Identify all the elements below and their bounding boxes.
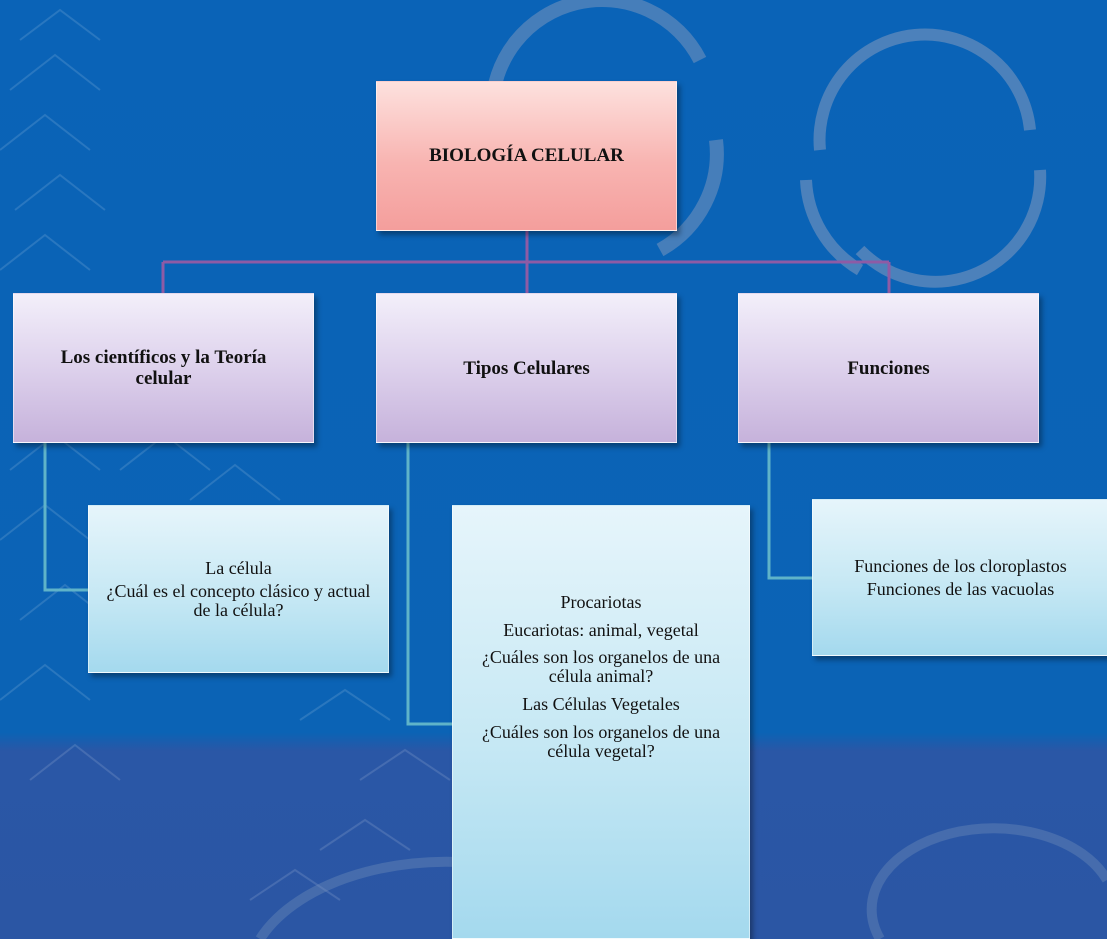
category-node-scientists: Los científicos y la Teoría celular	[13, 293, 314, 443]
detail-line: Funciones de los cloroplastos	[854, 555, 1067, 576]
root-node-label: BIOLOGÍA CELULAR	[429, 145, 624, 166]
connector-category-3-to-leaf	[767, 443, 812, 580]
category-node-label: Los científicos y la Teoría celular	[60, 347, 267, 389]
detail-line: Procariotas	[560, 592, 642, 612]
connector-category-2-to-leaf	[406, 443, 452, 726]
category-node-functions: Funciones	[738, 293, 1039, 443]
detail-line: Las Células Vegetales	[522, 694, 680, 714]
category-node-label: Funciones	[847, 357, 930, 379]
detail-node-cell-types: Procariotas Eucariotas: animal, vegetal …	[452, 505, 750, 939]
category-node-cell-types: Tipos Celulares	[376, 293, 677, 443]
detail-line: ¿Cuál es el concepto clásico y actual de…	[106, 580, 371, 620]
category-node-label: Tipos Celulares	[463, 357, 590, 379]
root-node: BIOLOGÍA CELULAR	[376, 81, 677, 231]
detail-line: ¿Cuáles son los organelos de una célula …	[481, 647, 721, 686]
detail-node-scientists: La célula ¿Cuál es el concepto clásico y…	[88, 505, 389, 673]
detail-line: ¿Cuáles son los organelos de una célula …	[481, 722, 721, 761]
detail-line: Funciones de las vacuolas	[866, 578, 1055, 599]
connector-category-1-to-leaf	[43, 443, 88, 592]
detail-line: Eucariotas: animal, vegetal	[503, 620, 699, 640]
detail-line: La célula	[205, 557, 272, 578]
detail-node-functions: Funciones de los cloroplastos Funciones …	[812, 499, 1107, 656]
